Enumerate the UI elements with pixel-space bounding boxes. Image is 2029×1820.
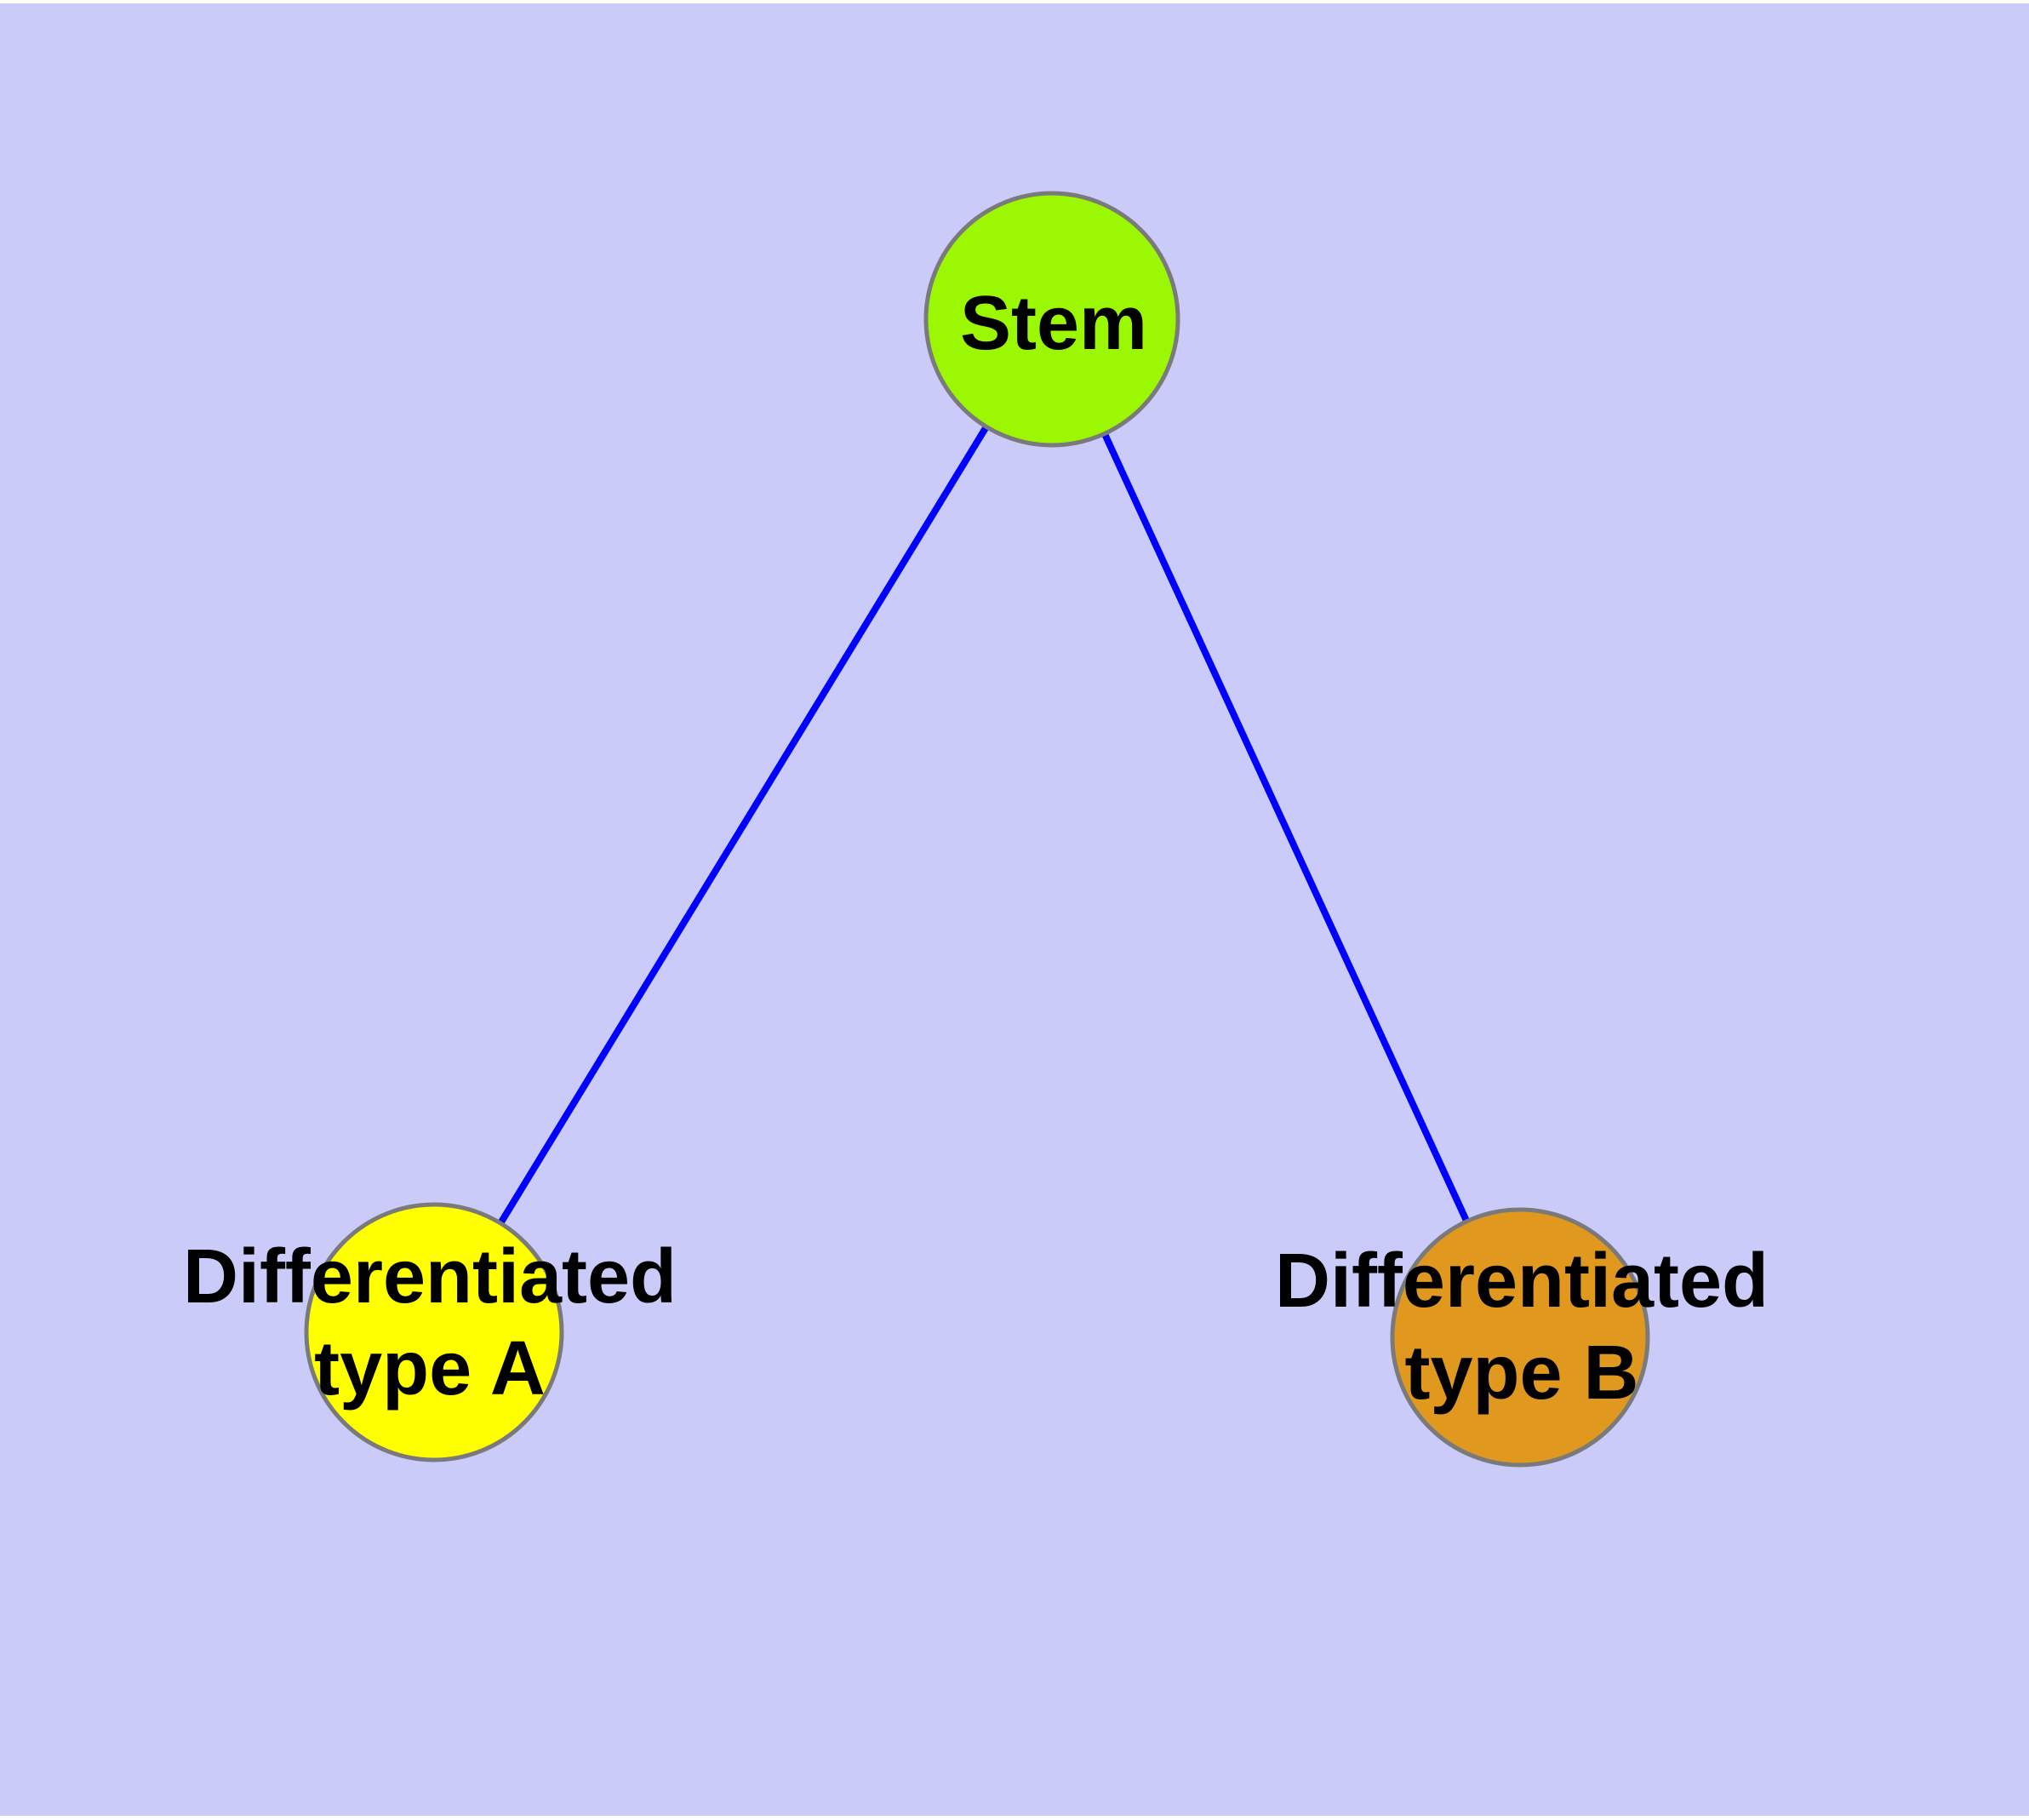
- node-type-a-label-line2: type A: [314, 1326, 546, 1411]
- edge-stem-to-type-a: [431, 317, 1055, 1335]
- node-type-b-label-line2: type B: [1404, 1331, 1638, 1416]
- node-differentiated-type-b-circle: [1390, 1207, 1650, 1468]
- node-differentiated-type-a-circle: [304, 1202, 564, 1462]
- node-stem-label: Stem: [960, 281, 1147, 366]
- node-type-a-label-line1: Differentiated: [183, 1234, 677, 1319]
- node-stem-circle: [923, 191, 1180, 448]
- edge-stem-to-type-b: [1049, 318, 1523, 1339]
- node-type-b-label-line1: Differentiated: [1275, 1239, 1769, 1324]
